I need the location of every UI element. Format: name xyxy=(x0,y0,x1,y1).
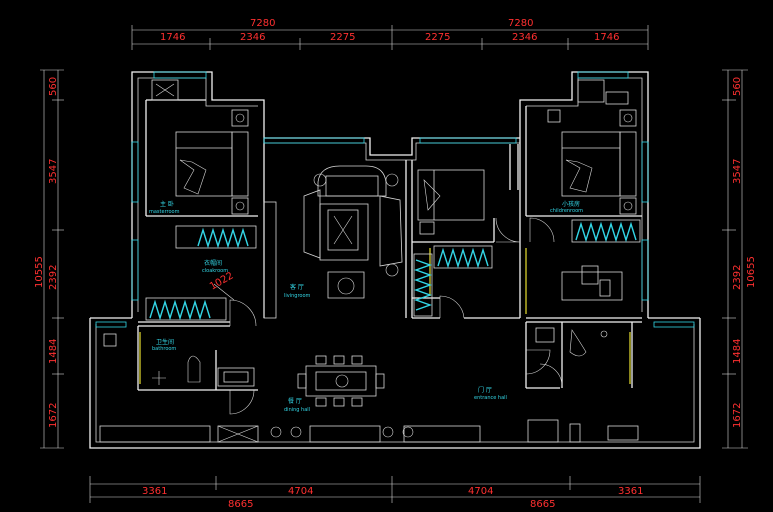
dim-right-seg-2: 3547 xyxy=(732,159,743,184)
dim-right-seg-3: 2392 xyxy=(732,265,743,290)
label-child-cn: 小孩房 xyxy=(562,200,580,208)
dim-left-seg-4: 1484 xyxy=(48,339,59,364)
dim-bottom-total-right: 8665 xyxy=(530,499,555,510)
left-dimensions: 10555 560 3547 2392 1484 1672 xyxy=(34,69,64,449)
label-entrance-cn: 门 厅 xyxy=(478,386,492,394)
right-dimensions: 560 3547 2392 1484 1672 10655 xyxy=(722,69,757,449)
label-bath-cn: 卫生间 xyxy=(156,338,174,346)
label-dining-cn: 餐 厅 xyxy=(288,397,302,405)
label-living-cn: 客 厅 xyxy=(290,283,304,291)
dim-top-total-right: 7280 xyxy=(508,18,533,29)
dim-left-total: 10555 xyxy=(34,256,45,288)
windows xyxy=(95,71,695,328)
interior-walls xyxy=(137,99,642,391)
label-cloak-en: cloakroom xyxy=(202,268,228,274)
label-child-en: childrenroom xyxy=(550,208,583,214)
dim-top-seg-2: 2346 xyxy=(240,32,265,43)
wardrobes xyxy=(145,201,641,321)
dim-bottom-seg-3: 4704 xyxy=(468,486,493,497)
exterior-walls xyxy=(89,71,701,449)
label-master-cn: 主 卧 xyxy=(160,200,174,208)
dim-bottom-seg-1: 3361 xyxy=(142,486,167,497)
bottom-dimensions: 3361 4704 4704 3361 8665 8665 xyxy=(89,476,701,510)
dim-bottom-seg-2: 4704 xyxy=(288,486,313,497)
dim-top-seg-3: 2275 xyxy=(330,32,355,43)
dim-top-seg-1: 1746 xyxy=(160,32,185,43)
furniture xyxy=(99,79,639,443)
dim-bottom-total-left: 8665 xyxy=(228,499,253,510)
doors xyxy=(213,217,563,415)
dim-left-seg-2: 3547 xyxy=(48,159,59,184)
dim-right-seg-1: 560 xyxy=(732,77,743,96)
dim-left-seg-5: 1672 xyxy=(48,403,59,428)
dim-left-seg-3: 2392 xyxy=(48,265,59,290)
dim-top-seg-5: 2346 xyxy=(512,32,537,43)
dim-bottom-seg-4: 3361 xyxy=(618,486,643,497)
dim-top-total-left: 7280 xyxy=(250,18,275,29)
label-living-en: livingroom xyxy=(284,293,311,299)
sliding-doors xyxy=(139,248,631,384)
label-master-en: masterroom xyxy=(149,209,180,215)
dim-right-total: 10655 xyxy=(746,256,757,288)
dim-top-seg-6: 1746 xyxy=(594,32,619,43)
dim-right-seg-5: 1672 xyxy=(732,403,743,428)
label-bath-en: bathroom xyxy=(152,346,176,352)
top-dimensions: 7280 7280 1746 2346 2275 2275 2346 1746 xyxy=(131,18,649,50)
label-entrance-en: entrance hall xyxy=(474,395,507,401)
dim-left-seg-1: 560 xyxy=(48,77,59,96)
label-cloak-cn: 衣帽间 xyxy=(204,259,222,267)
label-dining-en: dining hall xyxy=(284,407,310,413)
dim-right-seg-4: 1484 xyxy=(732,339,743,364)
dim-top-seg-4: 2275 xyxy=(425,32,450,43)
